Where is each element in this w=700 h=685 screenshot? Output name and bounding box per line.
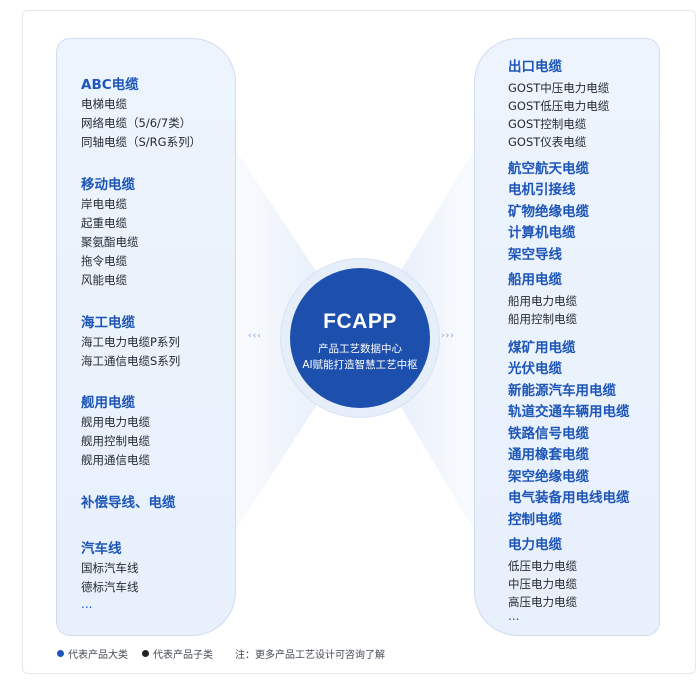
category-group: ABC电缆电梯电缆网络电缆（5/6/7类） 同轴电缆（S/RG系列）: [81, 75, 235, 153]
subcategory-item: 船用电力电缆: [508, 293, 577, 308]
category-group: 电力电缆低压电力电缆中压电力电缆高压电力电缆: [508, 535, 659, 611]
subcategory-item: 起重电缆: [81, 215, 127, 230]
subcategory-item: 船用控制电缆: [508, 311, 577, 326]
category-title: 出口电缆: [508, 59, 562, 75]
category-title: 轨道交通车辆用电缆: [508, 404, 630, 420]
category-title: 船用电缆: [508, 272, 562, 288]
subcategory-item: 海工电力电缆P系列: [81, 334, 180, 349]
category-title: 舰用电缆: [81, 395, 135, 412]
category-title: 控制电缆: [508, 511, 562, 528]
category-title: 航空航天电缆: [508, 160, 589, 177]
category-title: 电机引接线: [508, 182, 576, 198]
category-title: 架空绝缘电缆: [508, 468, 589, 485]
category-group: 海工电缆海工电力电缆P系列海工通信电缆S系列: [81, 313, 235, 371]
subcategory-item: 国标汽车线: [81, 560, 139, 575]
category-group: 煤矿用电缆光伏电缆新能源汽车用电缆轨道交通车辆用电缆铁路信号电缆通用橡套电缆架空…: [508, 338, 659, 532]
left-category-panel: ABC电缆电梯电缆网络电缆（5/6/7类） 同轴电缆（S/RG系列） 移动电缆岸电电…: [56, 38, 236, 636]
category-group: 舰用电缆舰用电力电缆舰用控制电缆舰用通信电缆: [81, 393, 235, 471]
subcategory-item: 拖令电缆: [81, 254, 127, 269]
category-title: 光伏电缆: [508, 361, 562, 377]
category-group: 船用电缆船用电力电缆船用控制电缆: [508, 270, 659, 328]
subcategory-item: 舰用控制电缆: [81, 434, 150, 449]
arrow-right-icon: ›››: [441, 331, 455, 341]
category-title: 通用橡套电缆: [508, 447, 589, 463]
category-group: 航空航天电缆电机引接线矿物绝缘电缆计算机电缆架空导线: [508, 159, 659, 267]
subcategory-item: 中压电力电缆: [508, 576, 577, 591]
legend-secondary: 代表产品子类: [142, 646, 213, 661]
hub-title: FCAPP: [323, 310, 397, 333]
arrow-left-icon: ‹‹‹: [248, 331, 262, 341]
subcategory-item: 岸电电缆: [81, 196, 127, 211]
category-title: 煤矿用电缆: [508, 339, 576, 356]
legend-note: 注：更多产品工艺设计可咨询了解: [235, 650, 385, 661]
category-group: 汽车线国标汽车线德标汽车线: [81, 539, 235, 597]
subcategory-item: 聚氨酯电缆: [81, 235, 139, 250]
subcategory-item: 风能电缆: [81, 273, 127, 288]
right-category-panel: 出口电缆 GOST中压电力电缆 GOST低压电力电缆 GOST控制电缆 GOST仪表电缆…: [474, 38, 660, 636]
subcategory-item: GOST仪表电缆: [508, 134, 587, 149]
fcapp-hub: FCAPP 产品工艺数据中心 AI赋能打造智慧工艺中枢: [290, 268, 430, 408]
subcategory-item: 舰用通信电缆: [81, 453, 150, 468]
category-title: 补偿导线、电缆: [81, 494, 176, 511]
category-title: 电气装备用电线电缆: [508, 490, 630, 506]
subcategory-item: 电梯电缆: [81, 97, 127, 111]
subcategory-item: 低压电力电缆: [508, 558, 577, 573]
category-title: 计算机电缆: [508, 225, 576, 241]
hub-subtitle: 产品工艺数据中心: [318, 343, 402, 355]
category-title: ABC电缆: [81, 77, 139, 93]
blue-dot-icon: [57, 650, 64, 657]
category-title: 铁路信号电缆: [508, 425, 589, 442]
legend-primary: 代表产品大类: [57, 646, 128, 661]
subcategory-item: 德标汽车线: [81, 579, 139, 594]
category-title: 新能源汽车用电缆: [508, 382, 616, 399]
subcategory-item: 同轴电缆（S/RG系列）: [81, 135, 202, 150]
subcategory-item: GOST低压电力电缆: [508, 98, 610, 113]
category-title: 架空导线: [508, 246, 562, 263]
legend: 代表产品大类 代表产品子类 注：更多产品工艺设计可咨询了解: [57, 646, 385, 661]
category-title: 汽车线: [81, 540, 122, 557]
subcategory-item: 高压电力电缆: [508, 594, 577, 609]
more-indicator: ...: [508, 608, 520, 623]
subcategory-item: GOST控制电缆: [508, 116, 587, 131]
subcategory-item: 舰用电力电缆: [81, 415, 150, 430]
more-indicator: ...: [81, 597, 93, 612]
category-group: 移动电缆岸电电缆起重电缆聚氨酯电缆拖令电缆风能电缆: [81, 175, 235, 291]
subcategory-item: GOST中压电力电缆: [508, 80, 610, 95]
hub-tagline: AI赋能打造智慧工艺中枢: [302, 359, 418, 371]
category-title: 矿物绝缘电缆: [508, 203, 589, 220]
category-title: 海工电缆: [81, 314, 135, 331]
category-title: 移动电缆: [81, 176, 135, 193]
subcategory-item: 海工通信电缆S系列: [81, 353, 181, 368]
legend-primary-label: 代表产品大类: [68, 650, 128, 661]
subcategory-item: 网络电缆（5/6/7类）: [81, 116, 192, 131]
category-title: 电力电缆: [508, 537, 562, 553]
category-group: 出口电缆 GOST中压电力电缆 GOST低压电力电缆 GOST控制电缆 GOST仪表电缆: [508, 57, 659, 151]
category-group: 补偿导线、电缆: [81, 493, 235, 513]
black-dot-icon: [142, 650, 149, 657]
legend-secondary-label: 代表产品子类: [153, 650, 213, 661]
